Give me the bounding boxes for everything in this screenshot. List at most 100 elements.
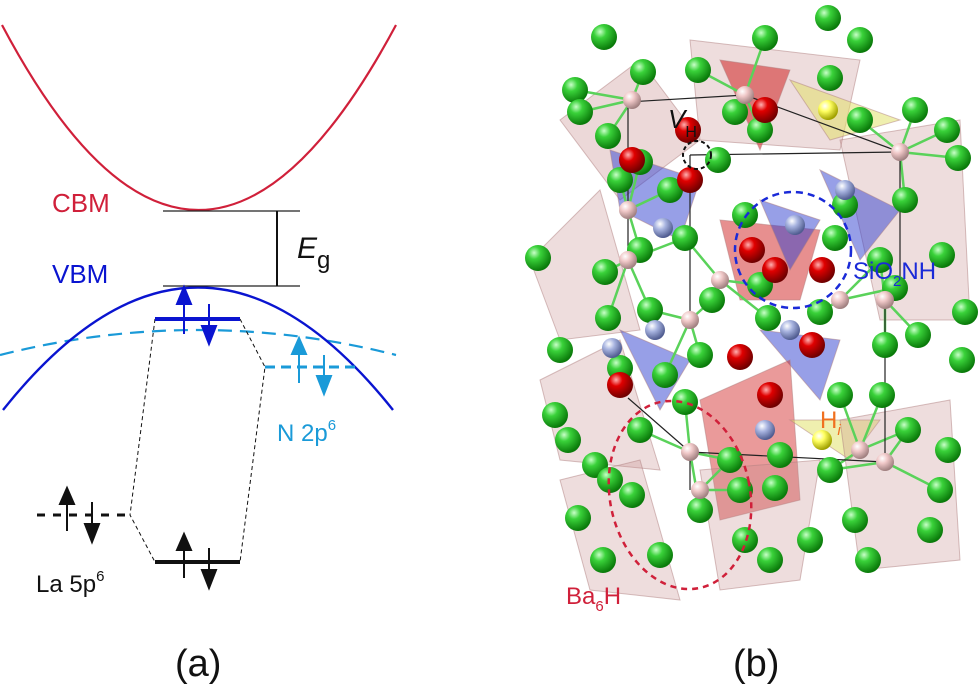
ba-atom (652, 362, 678, 388)
ba-atom (815, 5, 841, 31)
ba-atom (630, 59, 656, 85)
ba-atom (722, 99, 748, 125)
ba-atom (952, 299, 978, 325)
ba-atom (619, 482, 645, 508)
ba-atom (867, 247, 893, 273)
ba-atom (935, 437, 961, 463)
orbital-connector-right (239, 318, 266, 563)
ba-atom (687, 342, 713, 368)
ba-atom (767, 442, 793, 468)
ba-atom (637, 297, 663, 323)
n-atom (653, 218, 673, 238)
vbm-curve (2, 286, 394, 411)
ba-atom (934, 117, 960, 143)
ba-atom (595, 305, 621, 331)
ba-atom (607, 167, 633, 193)
h-atom (619, 201, 637, 219)
ba-atom (929, 242, 955, 268)
ba-atom (892, 187, 918, 213)
spin-arrows-vb (175, 284, 218, 347)
ba-atom (732, 202, 758, 228)
ba-atom (547, 337, 573, 363)
spin-arrows-bonding (175, 531, 218, 591)
h-atom (619, 251, 637, 269)
h-atom (876, 453, 894, 471)
h-atom (736, 86, 754, 104)
ba-atom (817, 457, 843, 483)
crystal-structure: VH SiO2NH Hi Ba6H (b) (525, 5, 978, 685)
ba-atom (685, 57, 711, 83)
cbm-curve (1, 24, 397, 211)
ba-atom (525, 245, 551, 271)
ba-atom (917, 517, 943, 543)
polyhedron (699, 459, 821, 591)
ba-atom (595, 123, 621, 149)
ba-atom (847, 27, 873, 53)
o-atom (762, 257, 788, 283)
h-atom (623, 91, 641, 109)
orbital-connector-left (129, 318, 156, 563)
ba-atom (672, 225, 698, 251)
ba-atom (869, 382, 895, 408)
si-atom (812, 430, 832, 450)
ba-atom (945, 145, 971, 171)
ba6h-marker (607, 399, 753, 591)
ba-atom (797, 527, 823, 553)
ba-atom (847, 107, 873, 133)
n-atom (835, 180, 855, 200)
h-atom (851, 441, 869, 459)
o-atom (727, 344, 753, 370)
o-atom (677, 167, 703, 193)
ba-atom (727, 477, 753, 503)
n2p-label: N 2p6 (277, 417, 336, 447)
h-atom (681, 443, 699, 461)
h-atom (681, 311, 699, 329)
ba-atom (562, 77, 588, 103)
o-atom (607, 372, 633, 398)
n-atom (780, 320, 800, 340)
h-atom (691, 481, 709, 499)
n-atom (602, 338, 622, 358)
ba-atom (842, 507, 868, 533)
band-diagram: CBM VBM Eg N 2p6 La 5p6 (a) (0, 24, 397, 685)
ba-atom (542, 402, 568, 428)
ba-atom (565, 505, 591, 531)
ba-atom (592, 259, 618, 285)
ba-atom (827, 382, 853, 408)
o-atom (619, 147, 645, 173)
ba-atom (895, 417, 921, 443)
ba-atom (591, 24, 617, 50)
n-atom (755, 420, 775, 440)
n-atom (785, 215, 805, 235)
ba-atom (747, 117, 773, 143)
ba-atom (627, 417, 653, 443)
vacancy-marker (682, 140, 712, 170)
ba-atom (755, 305, 781, 331)
polyhedron (559, 459, 681, 601)
ba-atom (949, 347, 975, 373)
ba-atom (757, 547, 783, 573)
o-atom (675, 117, 701, 143)
la5p-label: La 5p6 (36, 568, 104, 598)
o-atom (757, 382, 783, 408)
cbm-label: CBM (52, 188, 110, 218)
h-atom (876, 291, 894, 309)
o-atom (809, 257, 835, 283)
ba6h-label: Ba6H (566, 583, 621, 615)
h-atom (831, 291, 849, 309)
o-atom (739, 237, 765, 263)
ba-atom (567, 99, 593, 125)
ba-atom (672, 389, 698, 415)
ba-atom (902, 97, 928, 123)
caption-a: (a) (175, 643, 221, 685)
ba-atom (687, 497, 713, 523)
o-atom (799, 332, 825, 358)
sio2nh-marker (733, 190, 853, 310)
ba-atom (732, 527, 758, 553)
caption-b: (b) (733, 643, 779, 685)
ba-atom (699, 287, 725, 313)
ba-atom (872, 332, 898, 358)
h-atom (711, 271, 729, 289)
sio2nh-label: SiO2NH (853, 258, 936, 290)
